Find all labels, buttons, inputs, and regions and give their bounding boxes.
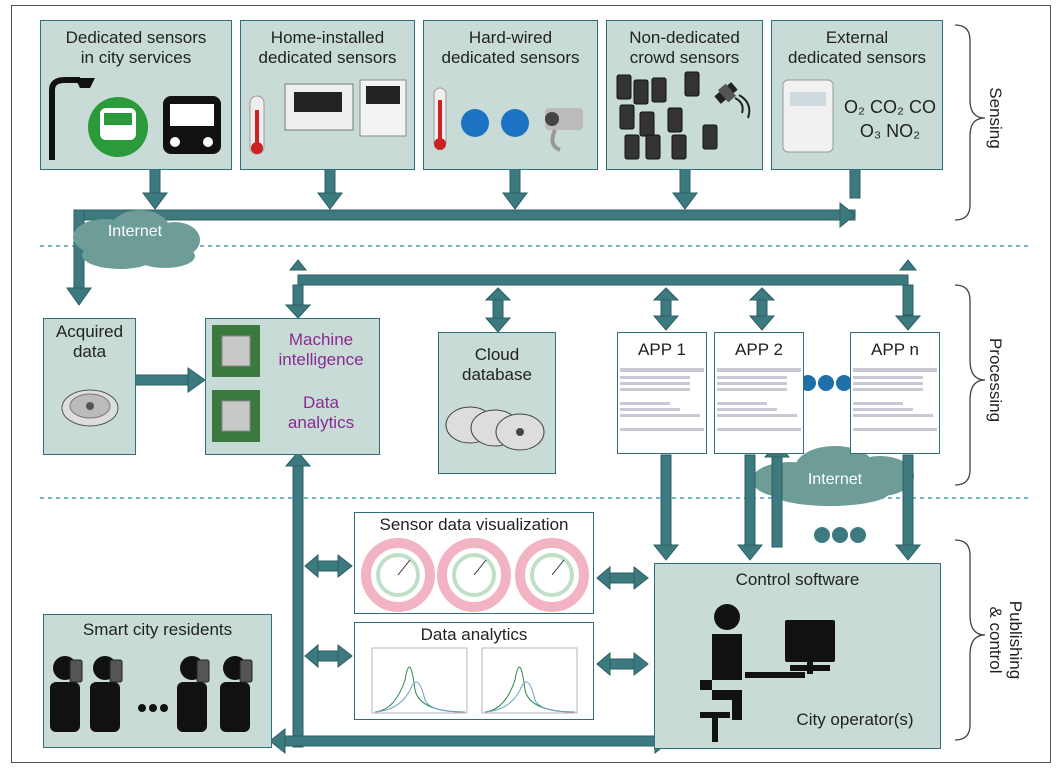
bracket-sensing [954,24,986,221]
internet-label-bottom: Internet [807,471,863,488]
section-label-publishing: Publishing& control [986,600,1025,680]
residents-title: Smart city residents [82,620,233,639]
processing-arrows [284,259,922,333]
bracket-processing [954,284,986,486]
sensor-box-hard-wired [423,20,598,170]
app-label-1: APP 1 [638,340,686,359]
data-analytics-title: Data analytics [420,625,528,644]
app-box-n [850,332,940,454]
city-operator-label: City operator(s) [796,710,914,729]
acquired-data-box [43,318,136,455]
apps-ellipsis [800,375,852,391]
section-label-processing: Processing [986,337,1005,423]
control-ellipsis [814,527,866,543]
app-label-2: APP 2 [735,340,783,359]
sensing-arrows [66,167,861,393]
app-box-1 [617,332,707,454]
bracket-publishing [954,539,986,741]
diagram-frame [11,5,1051,763]
section-label-sensing: Sensing [986,87,1005,149]
internet-cloud-bottom [752,446,914,506]
internet-label-top: Internet [107,223,163,240]
app-to-control-arrows [652,442,922,561]
internet-cloud-top [73,210,200,269]
sensor-viz-title: Sensor data visualization [379,515,569,534]
app-box-2 [714,332,804,454]
app-label-n: APP n [871,340,919,359]
control-software-title: Control software [735,570,860,589]
